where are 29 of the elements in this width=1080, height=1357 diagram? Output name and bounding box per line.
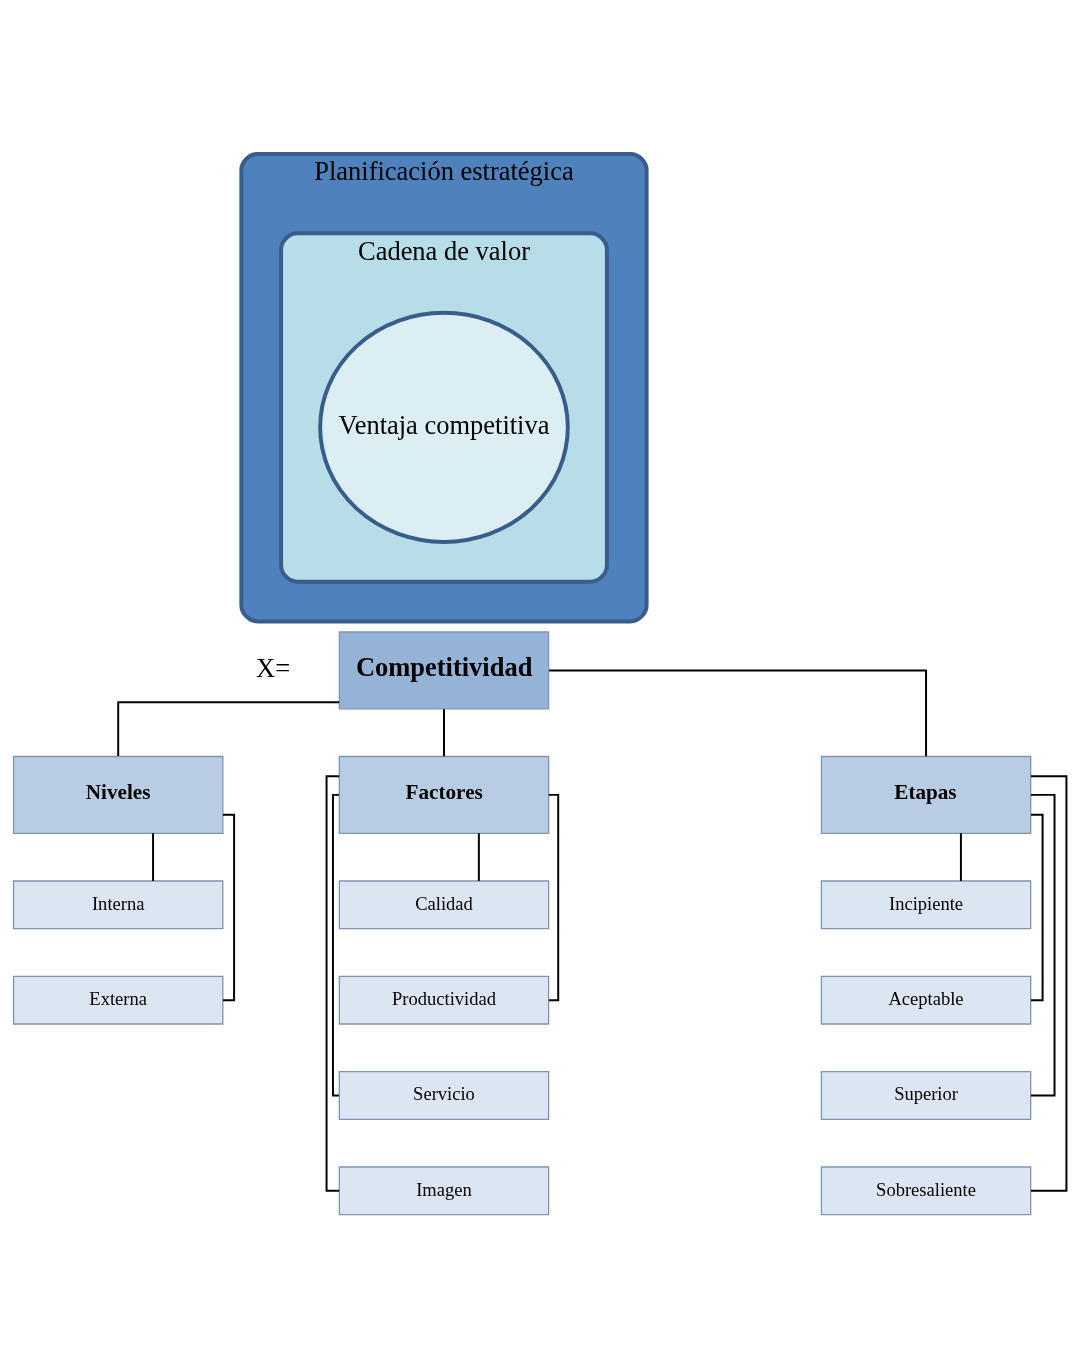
connector [1029, 793, 1056, 1096]
node-box: Competitividad [338, 630, 550, 709]
connector [331, 793, 340, 1096]
connector [548, 668, 928, 757]
connector [443, 707, 445, 757]
connector [117, 700, 341, 757]
connector [325, 774, 341, 1192]
node-box: Etapas [820, 755, 1032, 834]
connector [547, 793, 560, 1001]
node-box: Aceptable [820, 975, 1032, 1025]
node-box: Interna [12, 879, 224, 929]
connector [221, 813, 236, 1001]
node-box: Imagen [338, 1165, 550, 1215]
connector [1030, 813, 1044, 1001]
node-box: Sobresaliente [820, 1165, 1032, 1215]
connector [1030, 774, 1068, 1192]
node-label: X= [256, 652, 291, 683]
node-box: Externa [12, 975, 224, 1025]
node-box: Niveles [12, 755, 224, 834]
node-box: Productividad [338, 975, 550, 1025]
connector [959, 831, 962, 882]
node-box: Superior [820, 1070, 1032, 1120]
connector [152, 831, 155, 882]
node-circle: Ventaja competitiva [318, 310, 570, 544]
connector [477, 831, 480, 882]
node-box: Incipiente [820, 879, 1032, 929]
node-box: Calidad [338, 879, 550, 929]
node-box: Factores [338, 755, 550, 834]
node-box: Servicio [338, 1070, 550, 1120]
